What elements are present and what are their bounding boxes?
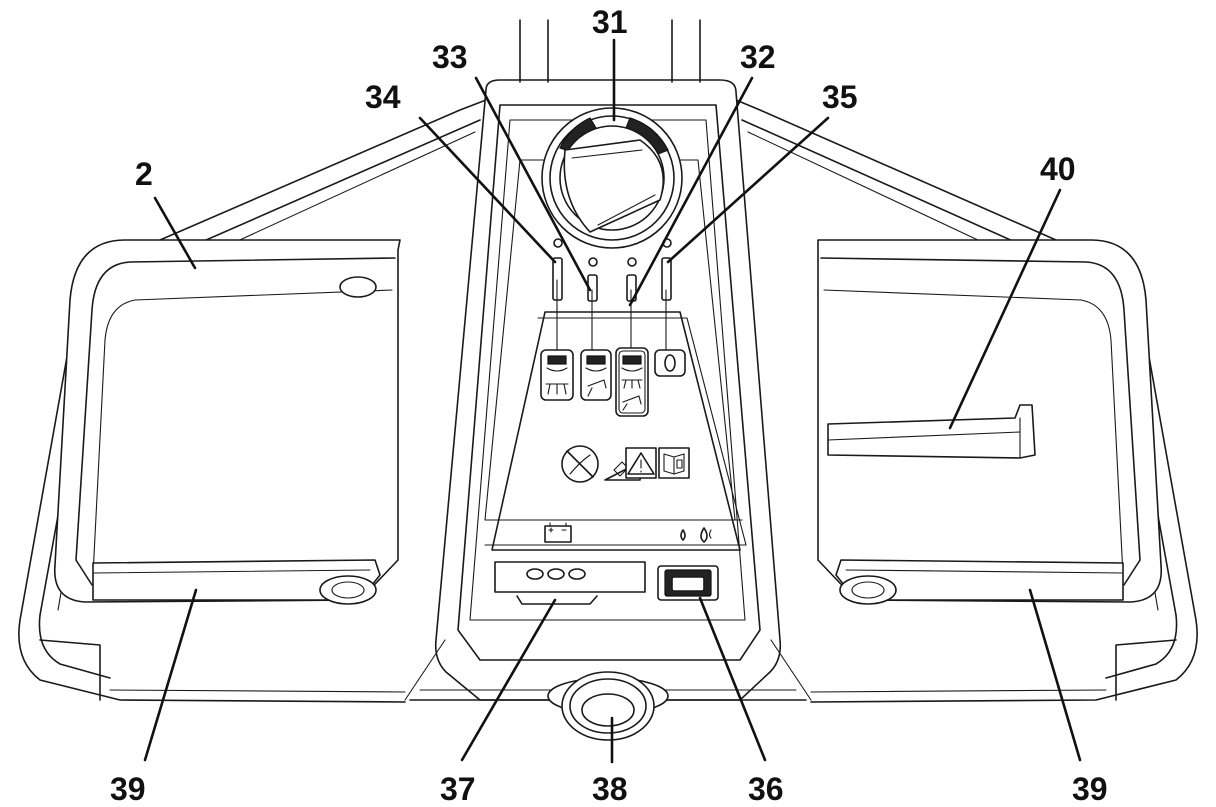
callout-33: 33 — [432, 39, 468, 75]
battery-gauge — [494, 561, 646, 605]
water-drops-icon — [700, 527, 712, 543]
callout-31: 31 — [592, 4, 628, 40]
callout-40: 40 — [1040, 151, 1076, 187]
lever — [827, 404, 1036, 459]
battery-icon — [544, 522, 572, 543]
callout-39-left: 39 — [110, 771, 146, 807]
label-panel — [484, 311, 747, 551]
callout-2: 2 — [135, 156, 153, 192]
warning-triangle-icon — [625, 447, 657, 479]
pivot-right — [839, 575, 897, 605]
off-icon — [654, 349, 686, 377]
brush-squeegee-icon — [580, 349, 612, 401]
brush-vacuum-icon — [540, 349, 574, 401]
read-manual-icon — [658, 447, 690, 479]
leader-lines — [143, 38, 1082, 764]
brush-vacuum-squeegee-icon — [615, 347, 649, 417]
callout-32: 32 — [740, 39, 776, 75]
callout-36: 36 — [748, 771, 784, 807]
callout-39-right: 39 — [1072, 771, 1108, 807]
rotary-selector-knob — [541, 107, 683, 249]
callout-35: 35 — [822, 79, 858, 115]
callout-37: 37 — [440, 771, 476, 807]
emergency-stop-button — [547, 671, 669, 741]
callout-34: 34 — [365, 79, 401, 115]
callout-38: 38 — [592, 771, 628, 807]
water-switch — [657, 565, 719, 601]
indicator-lamps — [552, 238, 672, 351]
callouts: 2 31 32 33 34 35 40 39 39 37 38 36 — [110, 4, 1108, 807]
water-drop-icon — [680, 529, 686, 541]
no-hose-icon — [561, 445, 599, 483]
pivot-left — [319, 575, 377, 605]
